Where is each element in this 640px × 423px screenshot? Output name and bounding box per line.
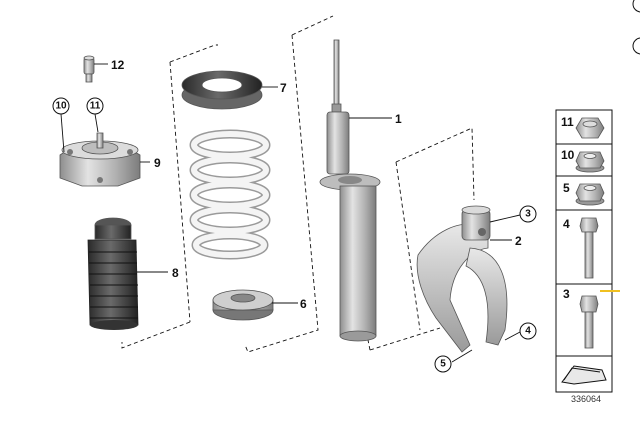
svg-text:11: 11	[90, 101, 101, 112]
leader-line-11	[94, 113, 99, 133]
part-9-top-mount	[59, 132, 141, 187]
callout-6: 6	[300, 297, 307, 311]
dashed-frame-right	[367, 127, 475, 351]
dashed-frame-center	[244, 15, 334, 353]
callout-1: 1	[395, 112, 402, 126]
circled-callout-11: 11	[86, 97, 104, 115]
svg-text:5: 5	[440, 359, 446, 370]
corner-circle-mid	[632, 37, 640, 55]
svg-text:3: 3	[525, 209, 531, 220]
bolt-4-icon	[579, 217, 599, 279]
sidebar-label-5: 5	[563, 181, 570, 195]
sidebar-label-3: 3	[563, 287, 570, 301]
leader-line-5	[451, 349, 473, 363]
circled-callout-5: 5	[434, 355, 452, 373]
sidebar-label-11: 11	[561, 115, 574, 129]
nut-10-icon	[575, 151, 605, 173]
circled-callout-10: 10	[52, 97, 70, 115]
svg-text:4: 4	[525, 326, 531, 337]
callout-7: 7	[280, 81, 287, 95]
svg-text:10: 10	[55, 101, 67, 112]
nut-11-icon	[575, 117, 605, 139]
sidebar-label-10: 10	[561, 148, 575, 162]
part-6-lower-spring-seat	[212, 289, 274, 321]
part-2-bracket	[416, 205, 508, 353]
callout-12: 12	[111, 58, 125, 72]
drawing-number: 336064	[571, 394, 601, 404]
leader-line-4	[504, 331, 521, 341]
coil-spring	[189, 129, 271, 260]
sidebar-label-4: 4	[563, 217, 570, 231]
corner-circle-top	[632, 0, 640, 13]
circled-callout-4: 4	[519, 322, 537, 340]
circled-callout-3: 3	[519, 205, 537, 223]
part-7-upper-spring-seat	[181, 70, 263, 110]
part-8-dust-boot	[87, 217, 139, 330]
leader-line-10	[60, 113, 65, 153]
direction-arrow-icon	[561, 365, 607, 385]
dashed-frame-left	[121, 44, 218, 349]
callout-8: 8	[172, 266, 179, 280]
callout-9: 9	[154, 156, 161, 170]
part-12-pin	[83, 55, 95, 83]
nut-5-icon	[575, 183, 605, 206]
callout-2: 2	[515, 234, 522, 248]
leader-line-3	[489, 214, 521, 223]
bolt-3-icon	[579, 295, 599, 349]
part-1-shock-absorber	[319, 39, 381, 342]
